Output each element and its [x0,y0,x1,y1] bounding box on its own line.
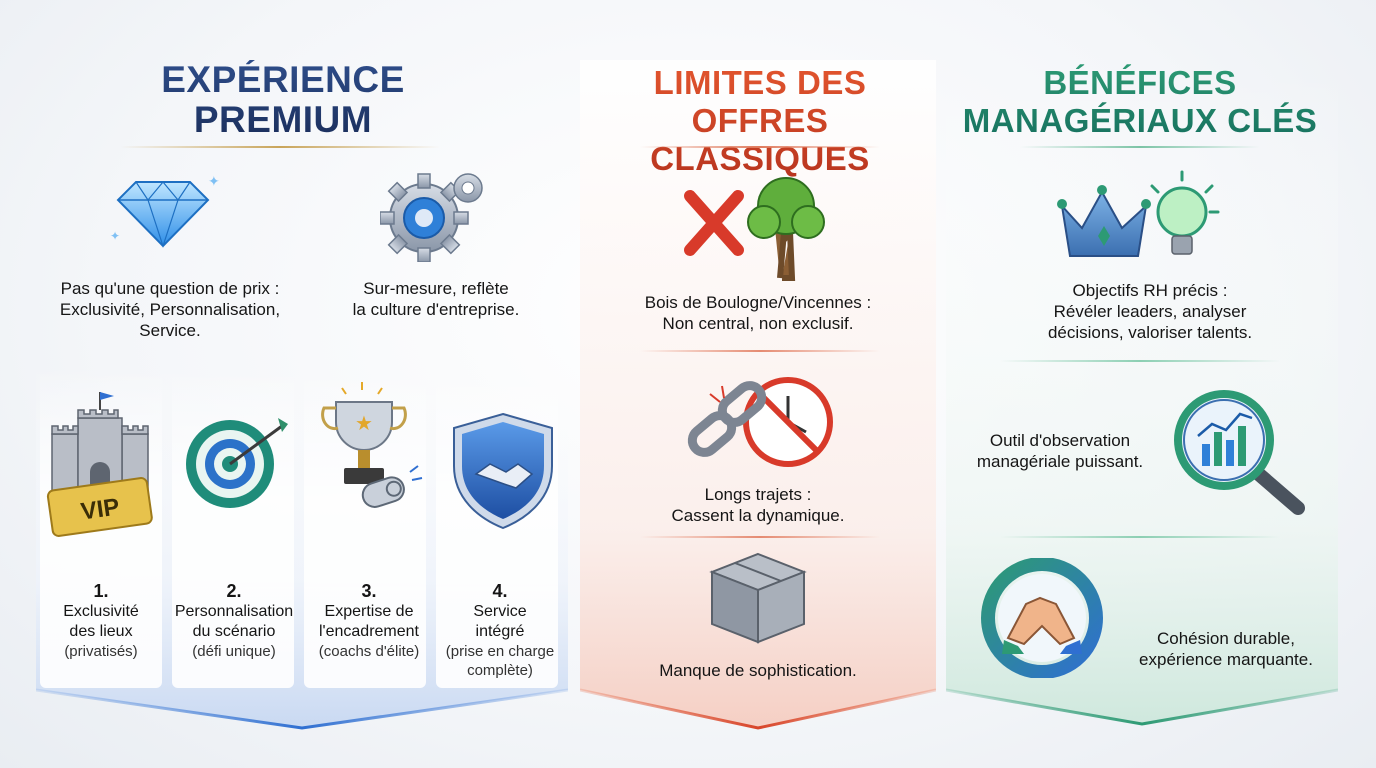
magnifier-chart-icon [1168,384,1308,516]
premium-custom-text: Sur-mesure, reflète la culture d'entrepr… [352,279,520,319]
premium-column: EXPÉRIENCE PREMIUM ✦ ✦ Pas qu'une questi… [0,0,580,768]
limits-column: LIMITES DES OFFRES CLASSIQUES Bois de Bo… [579,0,940,768]
pillar-text-4: 4. Service intégré (prise en charge comp… [445,581,555,679]
limits-divider-2 [640,536,880,538]
limits-woods-text: Bois de Boulogne/Vincennes : Non central… [644,293,872,333]
plain-box-icon [706,548,810,648]
benefits-observation-text: Outil d'observation managériale puissant… [976,431,1144,471]
trophy-whistle-icon: ★ [312,380,426,516]
premium-panel-background [35,360,569,730]
limits-title-rule [640,146,880,148]
benefits-title: BÉNÉFICES MANAGÉRIAUX CLÉS [940,64,1340,140]
premium-title: EXPÉRIENCE PREMIUM [0,60,580,140]
shield-handshake-icon [448,410,558,530]
limits-title: LIMITES DES OFFRES CLASSIQUES [580,64,940,178]
crown-lightbulb-icon [1056,166,1226,266]
benefits-hr-text: Objectifs RH précis : Révéler leaders, a… [1047,281,1253,342]
limits-travel-text: Longs trajets : Cassent la dynamique. [671,485,845,525]
benefits-column: BÉNÉFICES MANAGÉRIAUX CLÉS Objectifs RH … [940,0,1376,768]
benefits-divider-1 [1000,360,1280,362]
premium-price-text: Pas qu'une question de prix : Exclusivit… [59,279,281,340]
gears-icon [379,166,490,263]
castle-vip-icon: VIP [44,390,156,540]
cross-tree-icon [680,170,840,282]
broken-chain-clock-icon [680,372,840,472]
svg-text:✦: ✦ [208,173,220,189]
target-arrow-icon [182,410,292,510]
benefits-divider-2 [1000,536,1280,538]
handshake-circle-icon [978,557,1108,679]
pillar-text-2: 2. Personnalisation du scénario (défi un… [174,581,294,660]
svg-text:✦: ✦ [110,229,120,243]
svg-text:★: ★ [355,413,373,435]
premium-title-rule [120,146,440,148]
limits-sophistication-text: Manque de sophistication. [659,661,857,680]
benefits-cohesion-text: Cohésion durable, expérience marquante. [1139,629,1313,669]
benefits-title-rule [1020,146,1260,148]
pillar-text-1: 1. Exclusivité des lieux (privatisés) [63,581,139,660]
diamond-icon: ✦ ✦ [108,170,228,250]
limits-divider-1 [640,350,880,352]
pillar-text-3: 3. Expertise de l'encadrement (coachs d'… [318,581,420,660]
svg-text:VIP: VIP [79,493,121,525]
